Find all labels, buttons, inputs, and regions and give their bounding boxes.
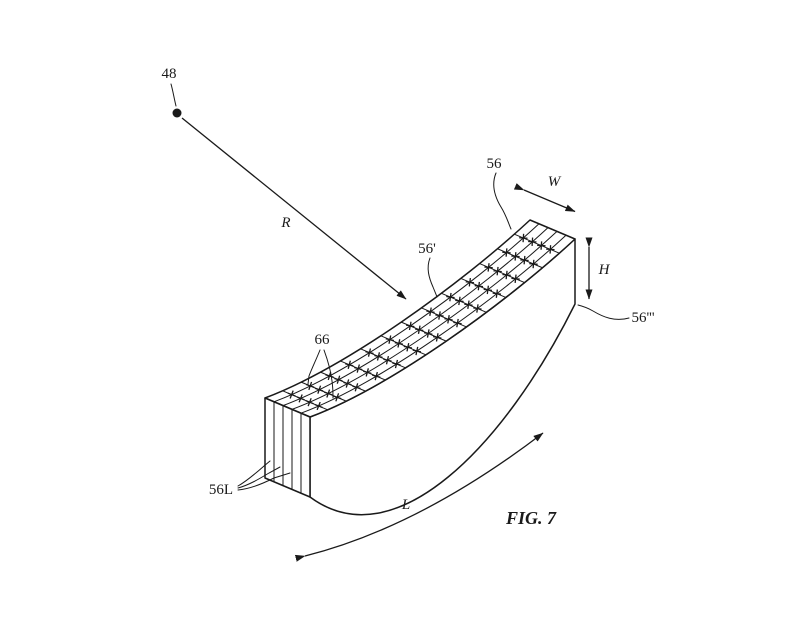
leader-66-a — [307, 349, 321, 385]
curved-beam — [264, 219, 576, 516]
leader-56L-b — [237, 466, 281, 489]
dimension-label-r: R — [280, 215, 290, 231]
ref-label-56-prime: 56' — [418, 241, 436, 257]
ref-label-66: 66 — [315, 332, 331, 348]
leader-66-b — [323, 349, 334, 399]
ref-label-56-triple-prime: 56''' — [631, 310, 654, 326]
leader-56-prime — [427, 257, 438, 298]
leader-48 — [170, 83, 177, 107]
dimension-label-l: L — [401, 497, 410, 513]
leader-56 — [493, 172, 512, 230]
length-arrow — [294, 432, 544, 562]
ref-label-56: 56 — [487, 156, 503, 172]
radius-center-dot — [172, 108, 182, 118]
width-arrow — [513, 183, 576, 213]
electrode-grid — [273, 223, 567, 414]
ref-label-48: 48 — [162, 66, 177, 82]
radius-arrow — [181, 117, 407, 300]
leader-56L-a — [237, 460, 271, 487]
dimension-label-h: H — [598, 262, 611, 278]
figure-caption: FIG. 7 — [505, 508, 557, 528]
ref-label-56L: 56L — [209, 482, 233, 498]
leader-56L-c — [237, 472, 291, 491]
leader-56-triple-prime — [577, 304, 630, 320]
dimension-label-w: W — [548, 174, 562, 190]
